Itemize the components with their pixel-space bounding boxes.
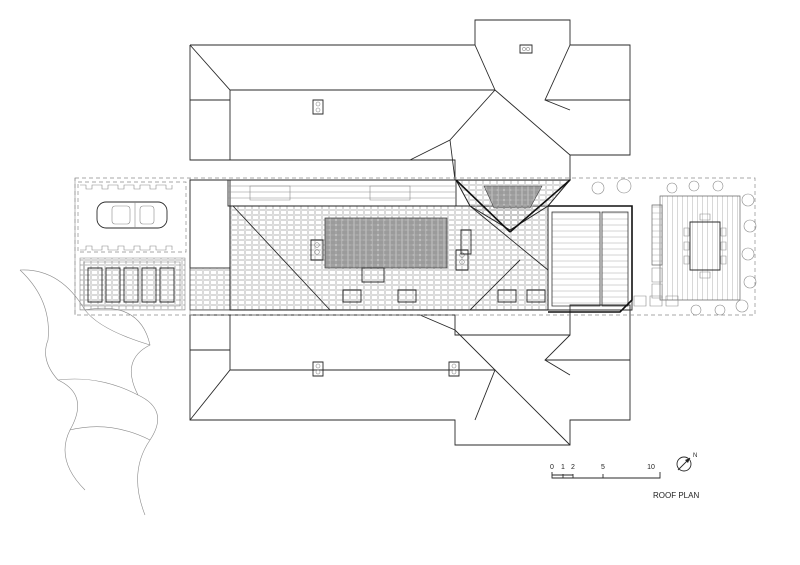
neighbour-roof-south <box>190 305 630 445</box>
front-carport <box>78 182 186 310</box>
solar-panel-array <box>325 218 447 268</box>
skylight <box>398 290 416 302</box>
roof-vent-icon <box>456 250 468 270</box>
rear-hip-roof <box>456 180 570 232</box>
scale-tick-label: 2 <box>571 464 575 471</box>
shrub-icon <box>592 179 756 315</box>
tree-canopy <box>20 270 158 515</box>
main-roof <box>230 206 548 310</box>
skylight <box>527 290 545 302</box>
drawing-title: ROOF PLAN <box>653 491 699 500</box>
roof-vent-icon <box>313 362 323 376</box>
north-arrow-icon: N <box>677 453 697 471</box>
neighbour-roof-north <box>190 20 630 180</box>
scale-tick-label: 1 <box>561 464 565 471</box>
scale-tick-label: 10 <box>647 464 655 471</box>
scale-tick-label: 0 <box>550 464 554 471</box>
solar-panel-array <box>484 186 542 208</box>
roof-vent-icon <box>313 100 323 114</box>
scale-bar: 0 1 2 5 10 <box>550 464 660 478</box>
roof-vent-icon <box>311 240 323 260</box>
rear-deck <box>592 179 756 315</box>
car-icon <box>97 202 167 228</box>
entry-zone <box>190 180 456 310</box>
roof-vent-icon <box>449 362 459 376</box>
roof-vent-icon <box>520 45 532 53</box>
scale-tick-label: 5 <box>601 464 605 471</box>
garden-bed <box>80 258 185 310</box>
outdoor-dining-table-icon <box>684 214 726 278</box>
north-label: N <box>693 453 697 459</box>
skylight <box>362 268 384 282</box>
rear-extension-roof <box>548 206 632 312</box>
skylight <box>343 290 361 302</box>
skylight <box>498 290 516 302</box>
